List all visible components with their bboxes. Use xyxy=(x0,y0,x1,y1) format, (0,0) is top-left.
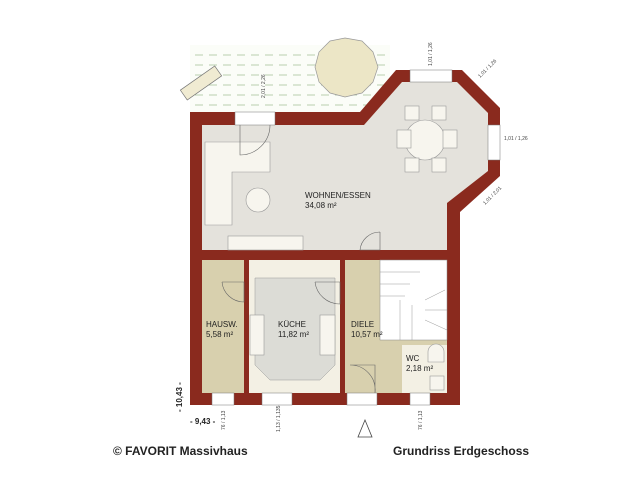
room-area: 5,58 m² xyxy=(206,330,233,339)
dim-wc-window: 76 / 1,13 xyxy=(418,410,424,430)
copyright: © FAVORIT Massivhaus xyxy=(113,444,248,458)
dim-kueche-window: 1,13 / 1,135 xyxy=(276,405,282,432)
parasol xyxy=(314,37,379,98)
windows xyxy=(211,69,501,406)
stair-steps xyxy=(380,271,448,340)
room-area: 34,08 m² xyxy=(305,201,337,210)
staircase xyxy=(379,259,448,341)
room-label: DIELE xyxy=(351,320,374,329)
room-label: HAUSW. xyxy=(206,320,238,329)
entrance-arrow-icon xyxy=(357,418,373,438)
room-label: WOHNEN/ESSEN xyxy=(305,191,371,200)
door-swings xyxy=(221,124,381,394)
dim-terrace-door: 2,01 / 2,26 xyxy=(261,74,267,98)
plan-title: Grundriss Erdgeschoss xyxy=(393,444,530,458)
dim-depth: - 10,43 - xyxy=(175,382,184,412)
furniture xyxy=(204,105,458,391)
kitchen-island-area xyxy=(254,277,336,381)
dim-bay-right: 1,01 / 1,26 xyxy=(504,136,528,142)
room-area: 10,57 m² xyxy=(351,330,383,339)
dim-bay-ne: 1,01 / 1,26 xyxy=(477,58,498,79)
dim-bay-top: 1,01 / 1,26 xyxy=(428,42,434,66)
room-label: WC xyxy=(406,354,420,363)
dim-width: - 9,43 - xyxy=(190,417,216,426)
room-area: 11,82 m² xyxy=(278,330,309,339)
dim-hausw-window: 76 / 1,13 xyxy=(221,410,227,430)
room-label: KÜCHE xyxy=(278,320,306,329)
sun-lounger xyxy=(179,65,223,101)
room-area: 2,18 m² xyxy=(406,364,433,373)
